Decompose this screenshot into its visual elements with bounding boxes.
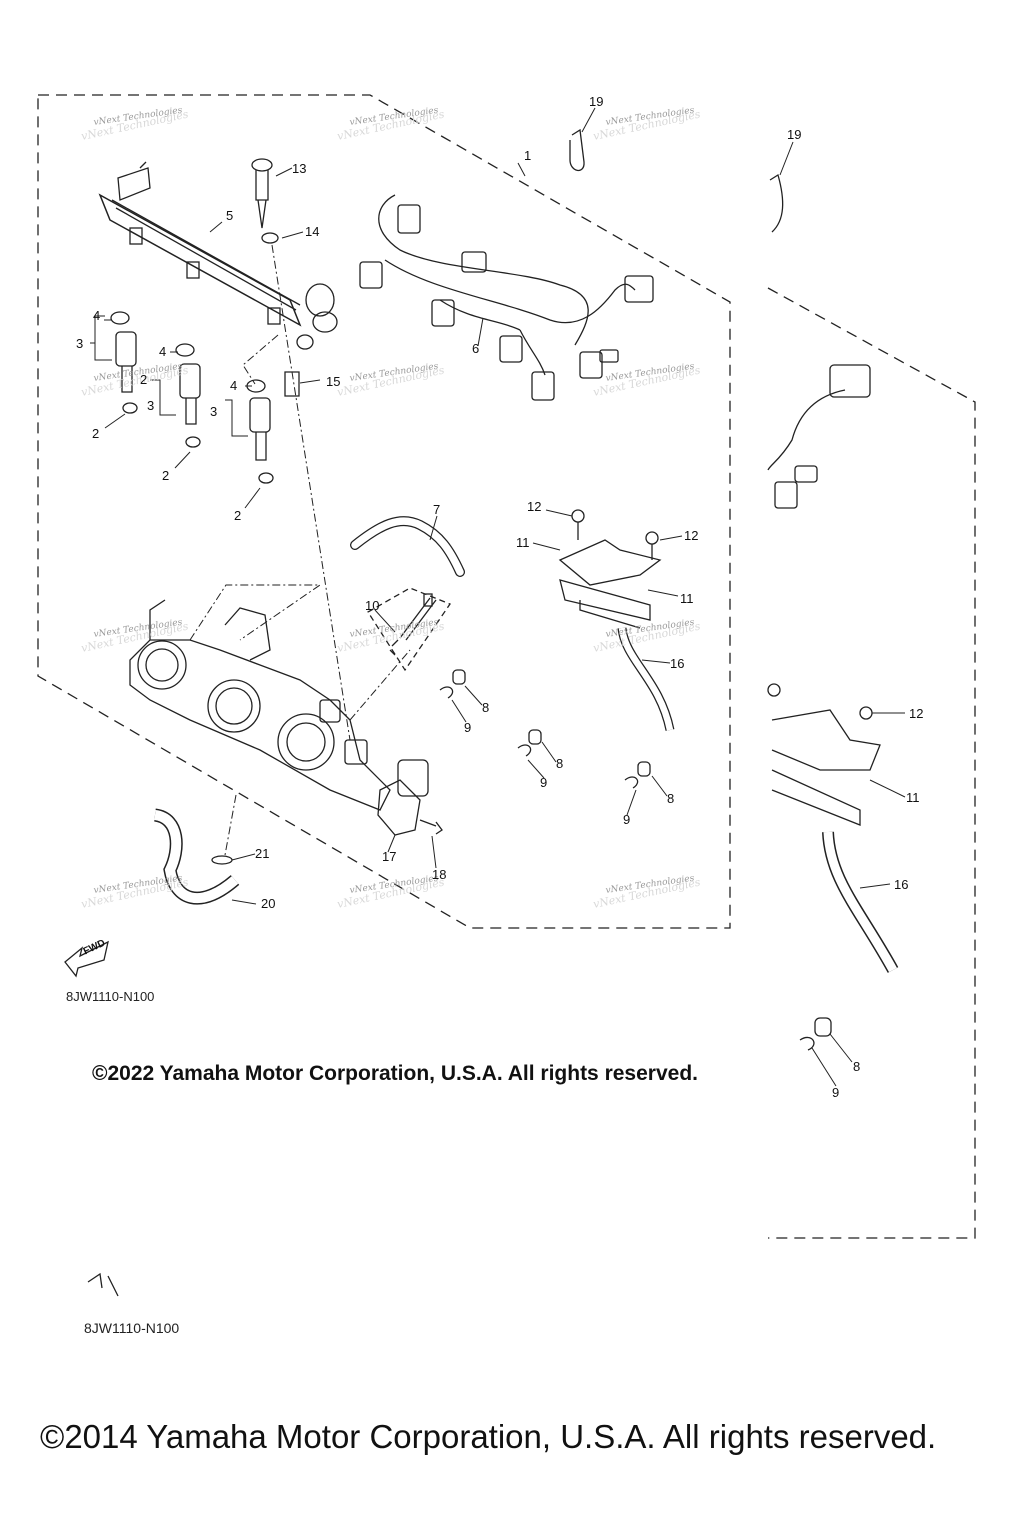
wire-harness: [359, 194, 654, 401]
callout-19: 19: [589, 94, 603, 109]
callout-9: 9: [540, 775, 547, 790]
fuel-rail: [98, 161, 338, 350]
callout-9: 9: [623, 812, 630, 827]
sensor-bolt: [419, 819, 443, 835]
harness-clamp-2: [769, 173, 784, 233]
callout-2: 2: [92, 426, 99, 441]
copyright-2022: ©2022 Yamaha Motor Corporation, U.S.A. A…: [92, 1062, 698, 1085]
callout-2: 2: [140, 372, 147, 387]
bracket-bolt-1: [571, 509, 585, 540]
callout-11: 11: [680, 591, 694, 606]
callout-5: 5: [226, 208, 233, 223]
callout-8: 8: [556, 756, 563, 771]
cap-2: [528, 729, 542, 745]
callout-8: 8: [482, 700, 489, 715]
callout-16: 16: [670, 656, 684, 671]
callout-14: 14: [305, 224, 319, 239]
callout-4: 4: [159, 344, 166, 359]
callout-15: 15: [326, 374, 340, 389]
clip-1: [439, 686, 454, 699]
bracket: [558, 539, 662, 629]
callout-2: 2: [234, 508, 241, 523]
callout-12: 12: [527, 499, 541, 514]
ghost-bracket: [767, 683, 881, 826]
callout-6: 6: [472, 341, 479, 356]
callout-11: 11: [906, 790, 920, 805]
callout-8: 8: [853, 1059, 860, 1074]
fwd-arrow: [64, 940, 109, 978]
main-group-boundary: [37, 94, 731, 929]
washer: [261, 232, 279, 244]
callout-4: 4: [93, 308, 100, 323]
callout-4: 4: [230, 378, 237, 393]
copyright-2014: ©2014 Yamaha Motor Corporation, U.S.A. A…: [40, 1418, 937, 1455]
callout-7: 7: [433, 502, 440, 517]
callout-16: 16: [894, 877, 908, 892]
callout-2: 2: [162, 468, 169, 483]
callout-11: 11: [516, 535, 530, 550]
clip-3: [624, 776, 639, 789]
callout-3: 3: [210, 404, 217, 419]
callout-21: 21: [255, 846, 269, 861]
injector-2: [175, 343, 201, 448]
watermarks: vNext Technologies vNext Technologies vN…: [80, 106, 702, 911]
callout-9: 9: [464, 720, 471, 735]
callout-12: 12: [684, 528, 698, 543]
collar: [284, 371, 300, 397]
secondary-group-boundary: [767, 287, 976, 1239]
diagram-code: 8JW1110-N100: [66, 989, 155, 1004]
ghost-clip: [799, 1036, 815, 1051]
callout-20: 20: [261, 896, 275, 911]
bracket-bolt-2: [645, 531, 659, 560]
sensor: [377, 759, 429, 836]
cap-3: [637, 761, 651, 777]
injector-3: [246, 379, 274, 484]
callout-1: 1: [524, 148, 531, 163]
cap-1: [452, 669, 466, 685]
callout-8: 8: [667, 791, 674, 806]
callout-9: 9: [832, 1085, 839, 1100]
callout-18: 18: [432, 867, 446, 882]
callout-17: 17: [382, 849, 396, 864]
callout-13: 13: [292, 161, 306, 176]
injector-1: [110, 311, 138, 414]
ghost-cap: [814, 1017, 832, 1037]
hose-clamp: [211, 855, 233, 865]
screw-bracket: [367, 587, 451, 672]
clip-2: [517, 744, 532, 757]
callout-labels: 1 2 2 2 2 3 3 3 4 4 4 5 6 7 8 8 8 8 9 9 …: [76, 94, 923, 1100]
harness-clamp: [569, 128, 585, 172]
callout-3: 3: [147, 398, 154, 413]
callout-12: 12: [909, 706, 923, 721]
ghost-harness: [767, 364, 871, 509]
callout-3: 3: [76, 336, 83, 351]
fwd-arrow-ghost: [87, 1272, 119, 1297]
bolt: [251, 158, 273, 229]
callout-19: 19: [787, 127, 801, 142]
callout-10: 10: [365, 598, 379, 613]
diagram-code-ghost: 8JW1110-N100: [84, 1320, 180, 1336]
